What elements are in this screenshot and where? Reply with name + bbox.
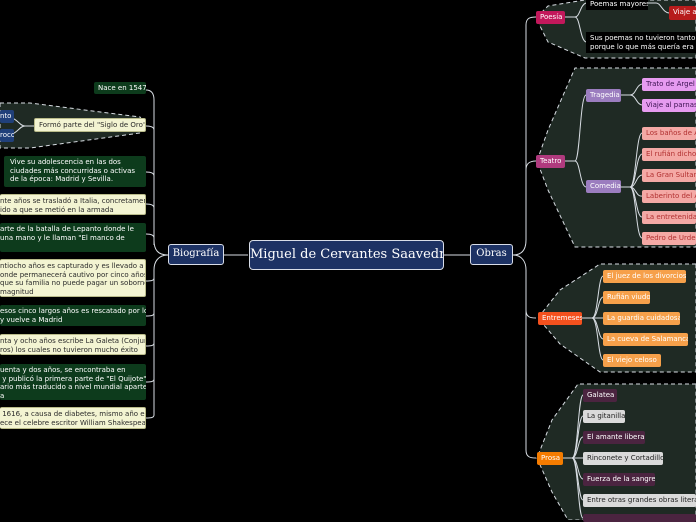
comedia-item[interactable]: La Gran Sultan xyxy=(642,169,696,182)
topic-prosa[interactable]: Prosa xyxy=(537,452,563,465)
entremes-item[interactable]: La cueva de Salamanca xyxy=(603,333,688,346)
prosa-item[interactable]: Fuerza de la sangre xyxy=(583,473,655,486)
comedia-item[interactable]: Pedro de Urden xyxy=(642,232,696,245)
prosa-item[interactable]: La gitanilla xyxy=(583,410,625,423)
topic-comedia[interactable]: Comedia xyxy=(586,180,621,193)
topic-viaje-al-parnaso[interactable]: Viaje a xyxy=(669,6,696,20)
prosa-item[interactable]: Galatea xyxy=(583,389,617,402)
comedia-item[interactable]: Laberinto del A xyxy=(642,190,696,203)
prosa-item[interactable]: Entre otras grandes obras literari xyxy=(583,494,696,507)
topic-lepanto[interactable]: arte de la batalla de Lepanto donde le u… xyxy=(0,223,146,252)
topic-adolescencia[interactable]: Vive su adolescencia en las dos ciudades… xyxy=(4,156,146,187)
topic-entremeses[interactable]: Entremeses xyxy=(538,312,582,325)
topic-muerte[interactable]: 1616, a causa de diabetes, mismo año en … xyxy=(0,407,146,429)
comedia-item[interactable]: La entretenida xyxy=(642,211,696,224)
topic-italia[interactable]: nte años se trasladó a Italia, concretam… xyxy=(0,194,146,215)
prosa-item[interactable]: Rinconete y Cortadillo xyxy=(583,452,663,465)
tragedia-item[interactable]: Trato de Argel xyxy=(642,78,696,91)
topic-nace[interactable]: Nace en 1547 xyxy=(94,82,146,94)
tragedia-item[interactable]: Viaje al parnaso xyxy=(642,99,696,112)
prosa-item[interactable]: El amante liberal xyxy=(583,431,645,444)
prosa-item-partial[interactable] xyxy=(583,514,696,522)
comedia-item[interactable]: El rufián dichos xyxy=(642,148,696,161)
central-topic[interactable]: Miguel de Cervantes Saavedra xyxy=(249,240,444,270)
topic-quijote[interactable]: uenta y dos años, se encontraba en y pub… xyxy=(0,364,146,400)
topic-partial-renacimiento[interactable]: nto xyxy=(0,110,14,123)
branch-obras[interactable]: Obras xyxy=(470,244,513,265)
topic-poesia[interactable]: Poesía xyxy=(536,11,565,24)
branch-biografia[interactable]: Biografía xyxy=(168,244,224,265)
topic-rescatado[interactable]: esos cinco largos años es rescatado por … xyxy=(0,305,146,326)
comedia-item[interactable]: Los baños de A xyxy=(642,127,696,140)
topic-la-galatea[interactable]: nta y ocho años escribe La Galeta (Conju… xyxy=(0,334,146,355)
entremes-item[interactable]: La guardia cuidadosa xyxy=(603,312,680,325)
topic-partial-barroco[interactable]: roco xyxy=(0,129,14,142)
entremes-item[interactable]: El viejo celoso xyxy=(603,354,661,367)
entremes-item[interactable]: El juez de los divorcios xyxy=(603,270,686,283)
topic-tragedia[interactable]: Tragedia xyxy=(586,89,621,102)
entremes-item[interactable]: Rufián viudo xyxy=(603,291,650,304)
topic-poesia-nota[interactable]: Sus poemas no tuvieron tanto é porque lo… xyxy=(586,32,696,53)
topic-teatro[interactable]: Teatro xyxy=(536,155,565,168)
topic-siglo-de-oro[interactable]: Formó parte del "Siglo de Oro" xyxy=(34,118,146,132)
topic-poemas-mayores[interactable]: Poemas mayores xyxy=(586,0,648,10)
topic-capturado[interactable]: ntiocho años es capturado y es llevado a… xyxy=(0,259,146,297)
